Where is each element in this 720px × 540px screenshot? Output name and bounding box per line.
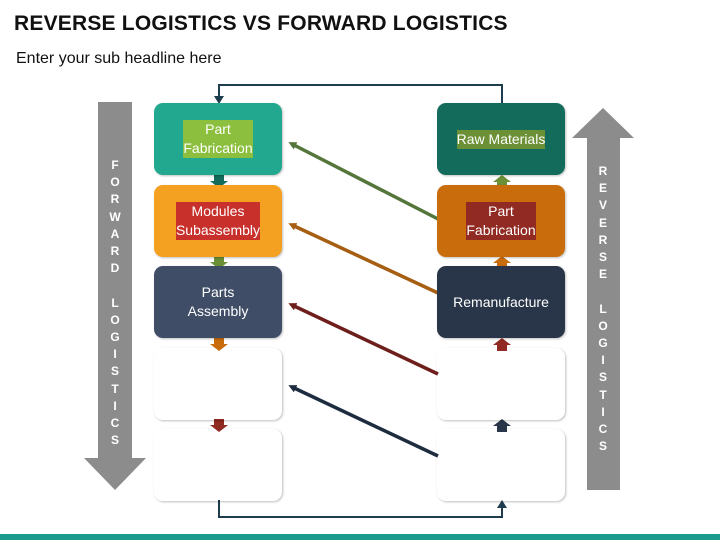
reverse-logistics-arrow <box>572 108 634 490</box>
forward-box-label: Customer <box>187 456 249 473</box>
footer-bar <box>0 534 720 540</box>
reverse-box-part-fabrication: Part Fabrication <box>437 185 565 257</box>
reverse-step-arrow <box>493 256 511 269</box>
reverse-box-label: Remanufacture <box>453 293 549 310</box>
forward-logistics-arrow <box>84 102 146 490</box>
forward-step-arrow <box>210 419 228 432</box>
forward-box-customer: Customer <box>154 429 282 501</box>
forward-box-label: Part Fabrication <box>183 120 253 158</box>
page-title: REVERSE LOGISTICS VS FORWARD LOGISTICS <box>14 12 508 35</box>
forward-box-part-fabrication: Part Fabrication <box>154 103 282 175</box>
reverse-box-label: Part Fabrication <box>466 202 536 240</box>
forward-box-label: Parts Assembly <box>187 284 249 319</box>
reverse-step-arrow <box>493 338 511 351</box>
reverse-box-remanufacture: Remanufacture <box>437 266 565 338</box>
forward-box-label: Modules Subassembly <box>175 202 261 240</box>
forward-box-modules-subassembly: Modules Subassembly <box>154 185 282 257</box>
top-return-arrowhead <box>214 96 224 104</box>
forward-box-label: Remanufacturing <box>164 375 272 392</box>
link-remanufacture-to-modules <box>288 223 439 295</box>
reverse-box-raw-materials: Raw Materials <box>437 103 565 175</box>
reverse-box-label: Raw Materials <box>456 129 546 149</box>
reverse-step-arrow <box>493 419 511 432</box>
forward-step-arrow <box>210 338 228 351</box>
forward-box-remanufacturing: Remanufacturing <box>154 348 282 420</box>
reverse-logistics-label: R E V E R S E L O G I S T I C S <box>598 164 608 454</box>
reverse-step-arrow <box>493 175 511 188</box>
forward-step-arrow <box>210 256 228 269</box>
link-reverse-fabrication-to-part-fabrication <box>288 142 439 221</box>
link-repair-to-parts-assembly <box>288 303 439 376</box>
forward-logistics-label: F O R W A R D L O G I S T I C S <box>109 158 121 448</box>
reverse-box-repair: Repair <box>437 348 565 420</box>
forward-box-parts-assembly: Parts Assembly <box>154 266 282 338</box>
reverse-box-reuse: Reuse <box>437 429 565 501</box>
bottom-connector <box>218 500 503 518</box>
forward-step-arrow <box>210 175 228 188</box>
page-subtitle: Enter your sub headline here <box>16 50 222 67</box>
link-reuse-to-remanufacturing <box>288 385 439 458</box>
bottom-connector-arrowhead <box>497 500 507 508</box>
reverse-box-label: Reuse <box>480 456 522 473</box>
reverse-box-label: Repair <box>480 375 522 392</box>
top-return-connector <box>218 84 503 104</box>
